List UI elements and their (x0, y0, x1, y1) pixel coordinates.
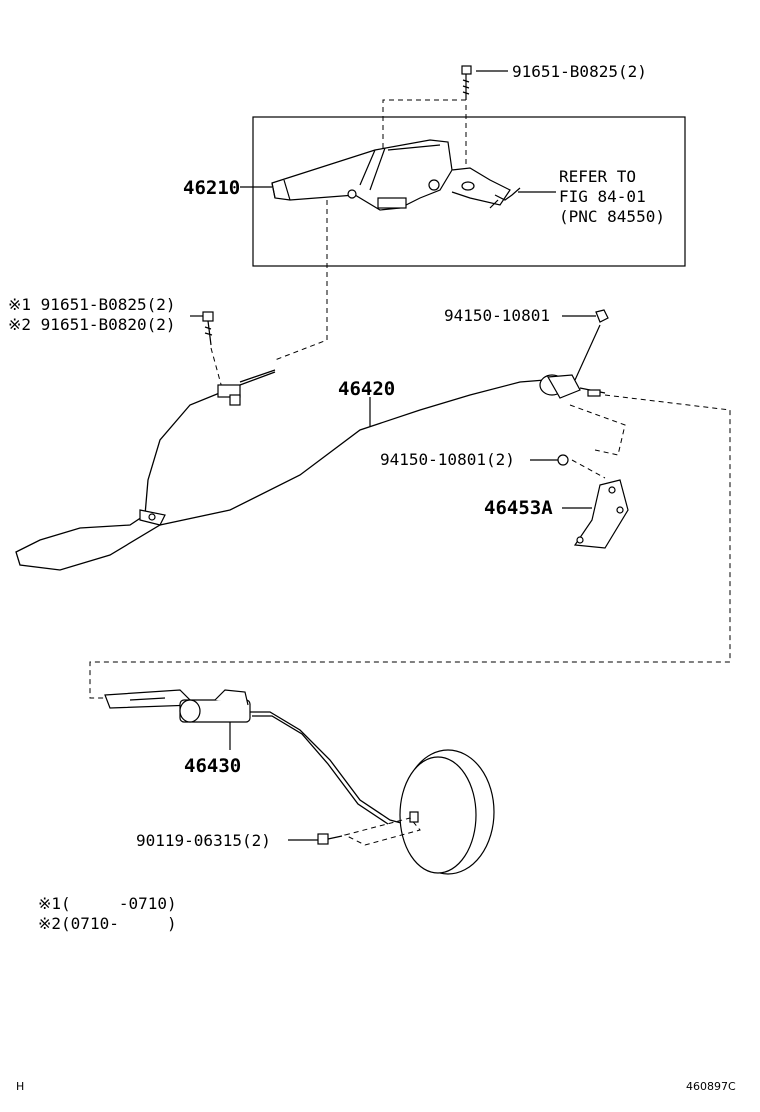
brake-drum-icon (399, 749, 495, 875)
rear-cable-label: 46430 (184, 755, 241, 777)
refer-line1: REFER TO (559, 167, 636, 186)
clip-mid-icon (557, 454, 569, 466)
left-bolt-icon (202, 311, 214, 346)
footer-left-mark: H (16, 1080, 24, 1093)
top-bolt-icon (461, 65, 472, 100)
note-2: ※2(0710- ) (38, 914, 177, 933)
clip-top-label: 94150-10801 (444, 306, 550, 325)
bracket-icon (573, 479, 629, 549)
bolt-left-label-1: ※1 91651-B0825(2) (8, 295, 176, 314)
bracket-label: 46453A (484, 497, 553, 519)
lever-part-label: 46210 (183, 177, 240, 199)
bottom-bolt-icon (317, 833, 343, 845)
parking-brake-lever-icon (271, 139, 521, 211)
refer-line3: (PNC 84550) (559, 207, 665, 226)
front-cable-icon (15, 369, 606, 571)
bolt-top-label: 91651-B0825(2) (512, 62, 647, 81)
front-cable-label: 46420 (338, 378, 395, 400)
figure-code: 460897C (686, 1080, 736, 1093)
refer-line2: FIG 84-01 (559, 187, 646, 206)
rear-cable-icon (104, 689, 461, 839)
lever-assembly-group (240, 65, 686, 361)
lever-assembly-box (252, 116, 686, 267)
clip-mid-label: 94150-10801(2) (380, 450, 515, 469)
note-1: ※1( -0710) (38, 894, 177, 913)
clip-top-icon (595, 309, 609, 323)
bolt-bottom-label: 90119-06315(2) (136, 831, 271, 850)
bolt-left-label-2: ※2 91651-B0820(2) (8, 315, 176, 334)
